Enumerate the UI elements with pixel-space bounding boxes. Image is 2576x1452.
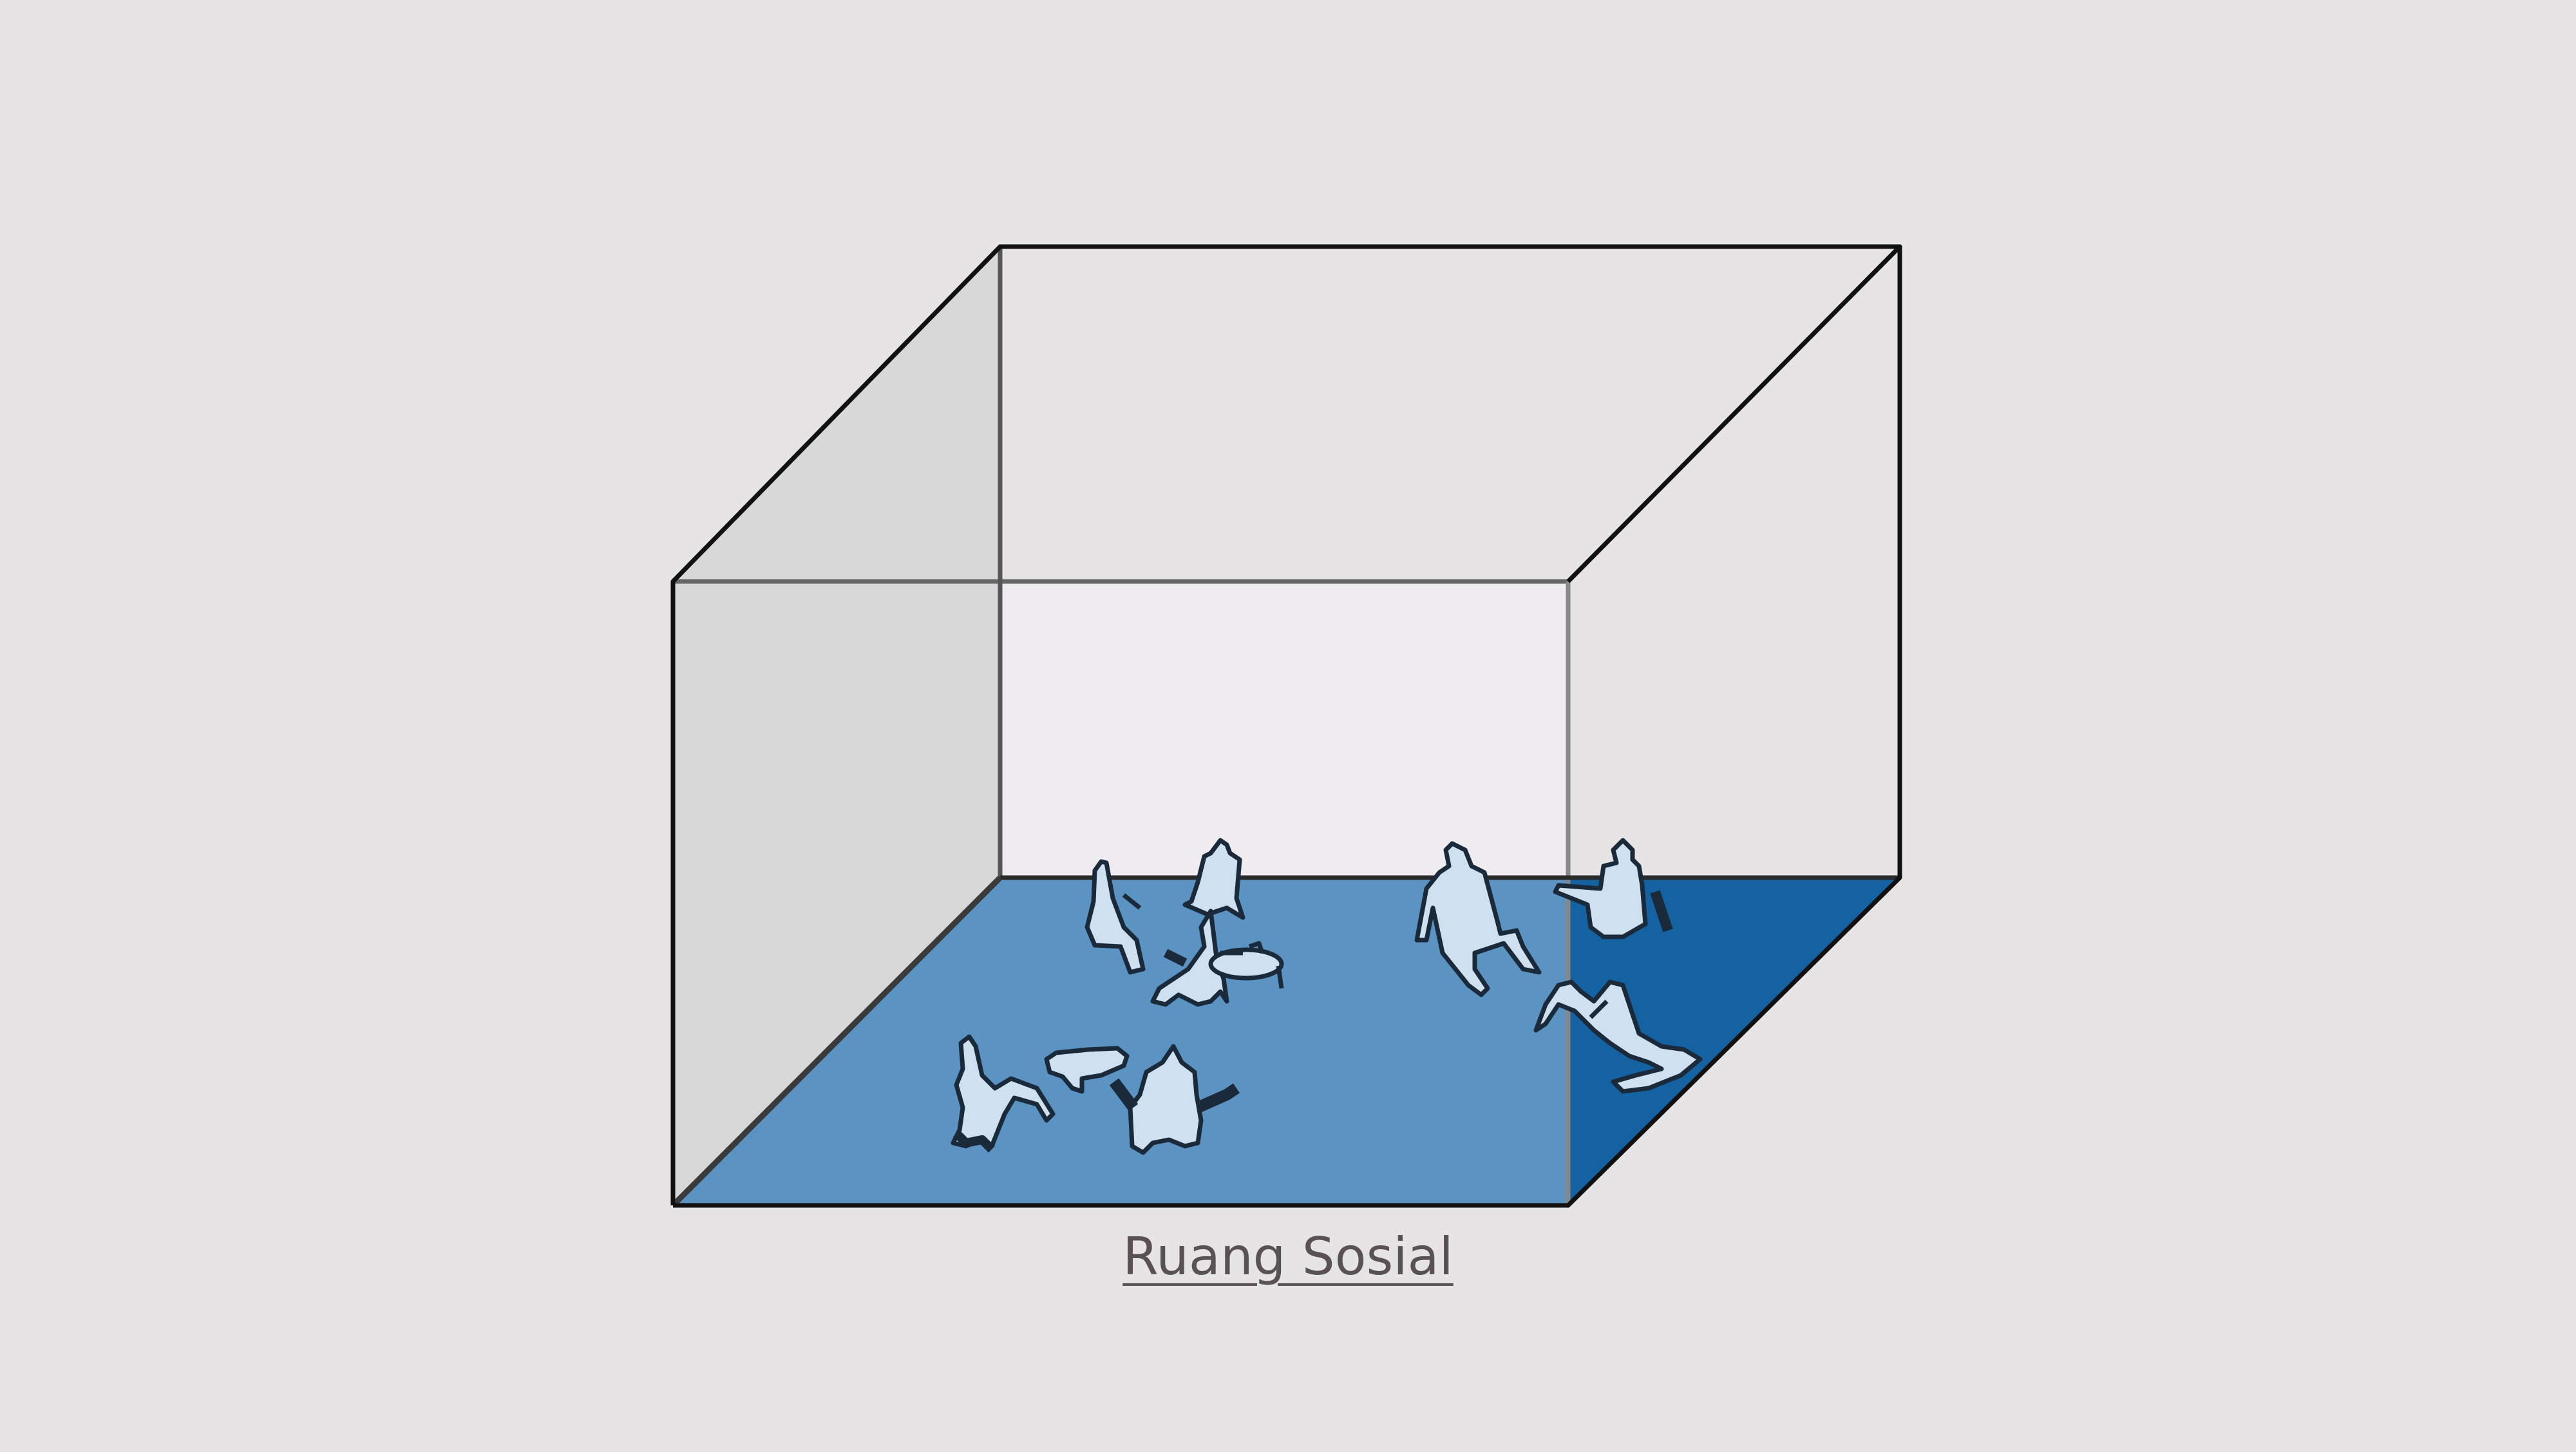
standing-icon bbox=[1182, 838, 1245, 920]
sitting-chair-icon bbox=[1084, 859, 1146, 975]
floor-left-diagonal bbox=[670, 875, 1003, 1208]
walking-icon bbox=[1414, 841, 1542, 997]
left-wall bbox=[673, 247, 1000, 1205]
reclining-icon bbox=[1533, 979, 1703, 1094]
lying-icon bbox=[1044, 1046, 1130, 1094]
dancing-icon bbox=[1109, 1044, 1240, 1155]
back-wall bbox=[1000, 581, 1568, 878]
sitting-table-icon bbox=[1150, 909, 1284, 1007]
diagram-caption: Ruang Sosial bbox=[0, 1227, 2576, 1287]
kneeling-icon bbox=[951, 1034, 1056, 1153]
left-wall-front-tint bbox=[673, 247, 1000, 1205]
sitting-corner-icon bbox=[1553, 838, 1673, 939]
top-right-diagonal bbox=[1566, 245, 1902, 583]
caption-text: Ruang Sosial bbox=[1122, 1227, 1454, 1287]
